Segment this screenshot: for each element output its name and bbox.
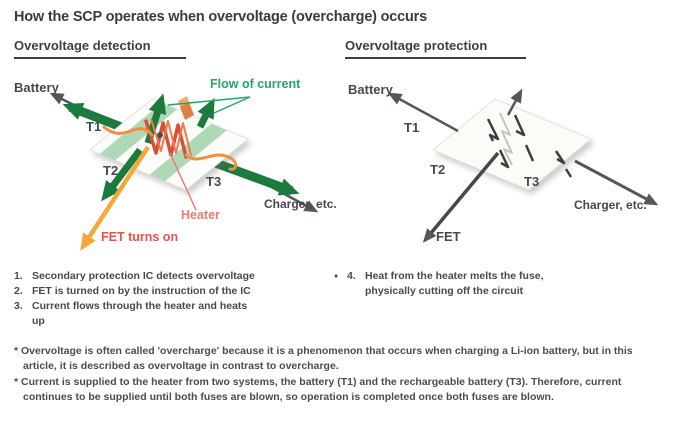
charger-arrow	[574, 159, 659, 206]
step-number: 2.	[14, 285, 23, 297]
list-item: 1. Secondary protection IC detects overv…	[14, 269, 324, 284]
heater-zigzag-echo	[150, 118, 192, 156]
step-text: Heat from the heater melts the fuse, phy…	[365, 270, 544, 297]
fet-arrow	[422, 151, 500, 243]
protection-t2-label: T2	[430, 162, 446, 177]
protection-t3-label: T3	[524, 174, 540, 189]
current-flow-arrow-t2	[101, 147, 143, 202]
detection-t3-label: T3	[206, 174, 222, 189]
scp-chip	[432, 98, 592, 191]
chip-fuse-land-right	[149, 123, 227, 182]
battery-arrow	[387, 92, 459, 133]
step-text: FET is turned on by the instruction of t…	[32, 285, 251, 297]
protection-charger-label: Charger, etc.	[574, 198, 647, 212]
blown-fuse-zigzag-3b	[564, 168, 573, 178]
protection-steps-list: ● 4. Heat from the heater melts the fuse…	[334, 269, 594, 299]
top-arrow	[506, 88, 523, 116]
protection-battery-label: Battery	[348, 82, 393, 97]
protection-t1-label: T1	[404, 120, 420, 135]
blown-fuse-zigzag-2b	[524, 144, 535, 162]
bullet-icon: ●	[334, 273, 339, 280]
step-number: 3.	[14, 300, 23, 312]
blown-fuse-shadow	[499, 112, 513, 166]
step-text: Secondary protection IC detects overvolt…	[32, 270, 255, 282]
protection-diagram	[387, 88, 659, 243]
footnotes: * Overvoltage is often called 'overcharg…	[14, 344, 669, 406]
list-item: ● 4. Heat from the heater melts the fuse…	[334, 269, 594, 299]
fet-turns-on-label: FET turns on	[101, 230, 179, 244]
blown-fuse-zigzag-1b	[498, 149, 510, 169]
page-title: How the SCP operates when overvoltage (o…	[14, 9, 427, 25]
heater-wire-right	[184, 153, 238, 171]
protection-ic-dot	[157, 132, 163, 138]
detection-steps-list: 1. Secondary protection IC detects overv…	[14, 269, 324, 329]
detection-diagram	[49, 92, 319, 251]
heater-pointer-line	[169, 152, 197, 211]
step-text: Current flows through the heater and hea…	[32, 300, 248, 327]
heading-overvoltage-detection: Overvoltage detection	[14, 38, 186, 59]
detection-t2-label: T2	[103, 163, 119, 178]
list-item: 2. FET is turned on by the instruction o…	[14, 284, 324, 299]
heater-label: Heater	[181, 208, 220, 222]
step-number: 4.	[347, 270, 356, 282]
blown-fuse-zigzag-1a	[486, 118, 500, 142]
detection-charger-label: Charger, etc.	[264, 197, 337, 211]
fet-arrow	[80, 145, 150, 251]
detection-battery-label: Battery	[14, 80, 59, 95]
footnote-overvoltage: * Overvoltage is often called 'overcharg…	[14, 345, 633, 372]
heater-zigzag	[144, 119, 188, 159]
flow-pointer-line-2	[213, 96, 251, 114]
protection-fet-label: FET	[436, 229, 461, 244]
blown-fuse-zigzag-2a	[513, 114, 526, 137]
blown-fuse-zigzag-3a	[554, 150, 566, 165]
flow-of-current-label: Flow of current	[210, 77, 301, 91]
flow-pointer-line-1	[167, 96, 251, 106]
heading-overvoltage-protection: Overvoltage protection	[345, 38, 526, 59]
heater-wire-left	[102, 125, 154, 137]
detection-t1-label: T1	[86, 119, 102, 134]
current-flow-arrow-top-2	[196, 97, 215, 129]
heater-terminal	[180, 102, 194, 120]
footnote-current: * Current is supplied to the heater from…	[14, 376, 622, 403]
step-number: 1.	[14, 270, 23, 282]
list-item: 3. Current flows through the heater and …	[14, 299, 324, 329]
